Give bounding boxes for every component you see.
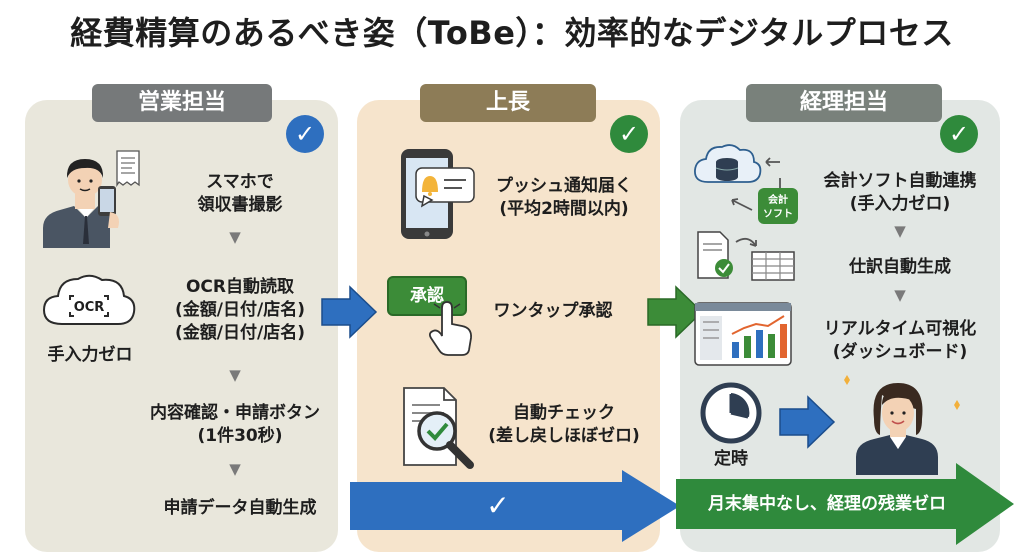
cloud-ocr-icon: OCR bbox=[42, 274, 136, 325]
dashboard-icon bbox=[694, 302, 792, 366]
cloud-database-icon: 会計 ソフト bbox=[694, 144, 798, 224]
check-icon: ✓ bbox=[610, 115, 648, 153]
step-ocr: OCR自動読取 bbox=[185, 277, 295, 297]
journal-text: 仕訳自動生成 bbox=[849, 257, 951, 277]
step-ocr-detail-1: (金額/日付/店名) bbox=[175, 300, 305, 320]
arrow-down-icon: ▼ bbox=[229, 460, 241, 478]
check-icon: ✓ bbox=[286, 115, 324, 153]
phone-bell-icon bbox=[401, 149, 475, 239]
check-icon: ✓ bbox=[940, 115, 978, 153]
ocr-caption: 手入力ゼロ bbox=[47, 345, 133, 365]
sync-badge-line2: ソフト bbox=[763, 208, 793, 220]
ocr-icon-label: OCR bbox=[74, 300, 105, 315]
header-accounting: 経理担当 bbox=[746, 84, 942, 122]
magnifier-document-icon bbox=[403, 387, 474, 469]
step-confirm: 内容確認・申請ボタン bbox=[150, 403, 320, 423]
header-manager: 上長 bbox=[420, 84, 596, 122]
viz-text: リアルタイム可視化 bbox=[823, 319, 977, 339]
smartphone-camera-icon bbox=[43, 159, 128, 248]
sync-badge-line1: 会計 bbox=[768, 193, 788, 206]
banner-green-arrow bbox=[676, 463, 1014, 545]
check-icon: ✓ bbox=[486, 489, 510, 522]
banner-text: 月末集中なし、経理の残業ゼロ bbox=[708, 494, 946, 514]
push-text: プッシュ通知届く bbox=[496, 176, 632, 196]
sync-subtext: (手入力ゼロ) bbox=[849, 194, 951, 214]
arrow-right-icon bbox=[647, 285, 704, 339]
step-photo-2: 領収書撮影 bbox=[197, 195, 283, 215]
arrow-down-icon: ▼ bbox=[229, 366, 241, 384]
header-sales: 営業担当 bbox=[92, 84, 272, 122]
push-subtext: (平均2時間以内) bbox=[499, 199, 629, 219]
clock-icon bbox=[700, 382, 762, 444]
receipt-icon bbox=[116, 150, 140, 188]
approve-button[interactable]: 承認 bbox=[387, 276, 467, 316]
banner-blue-arrow bbox=[350, 470, 680, 542]
step-ocr-detail-2: (金額/日付/店名) bbox=[175, 323, 305, 343]
step-photo-1: スマホで bbox=[206, 172, 274, 192]
arrow-down-icon: ▼ bbox=[229, 228, 241, 246]
step-confirm-time: (1件30秒) bbox=[197, 426, 283, 446]
viz-subtext: (ダッシュボード) bbox=[832, 342, 968, 362]
arrow-down-icon: ▼ bbox=[894, 222, 906, 240]
arrow-right-icon bbox=[321, 285, 378, 339]
arrow-right-icon bbox=[779, 395, 836, 449]
arrow-down-icon: ▼ bbox=[894, 286, 906, 304]
step-generate: 申請データ自動生成 bbox=[163, 498, 317, 518]
check-text: 自動チェック bbox=[513, 403, 615, 423]
ontime-text: 定時 bbox=[714, 449, 748, 469]
approve-text: ワンタップ承認 bbox=[493, 301, 613, 321]
check-subtext: (差し戻しほぼゼロ) bbox=[488, 426, 640, 446]
sync-text: 会計ソフト自動連携 bbox=[823, 171, 977, 191]
spreadsheet-icon bbox=[697, 231, 795, 281]
page-title: 経費精算のあるべき姿（ToBe）：効率的なデジタルプロセス bbox=[70, 14, 954, 52]
person-icon bbox=[844, 375, 960, 475]
hand-tap-icon bbox=[428, 301, 472, 356]
